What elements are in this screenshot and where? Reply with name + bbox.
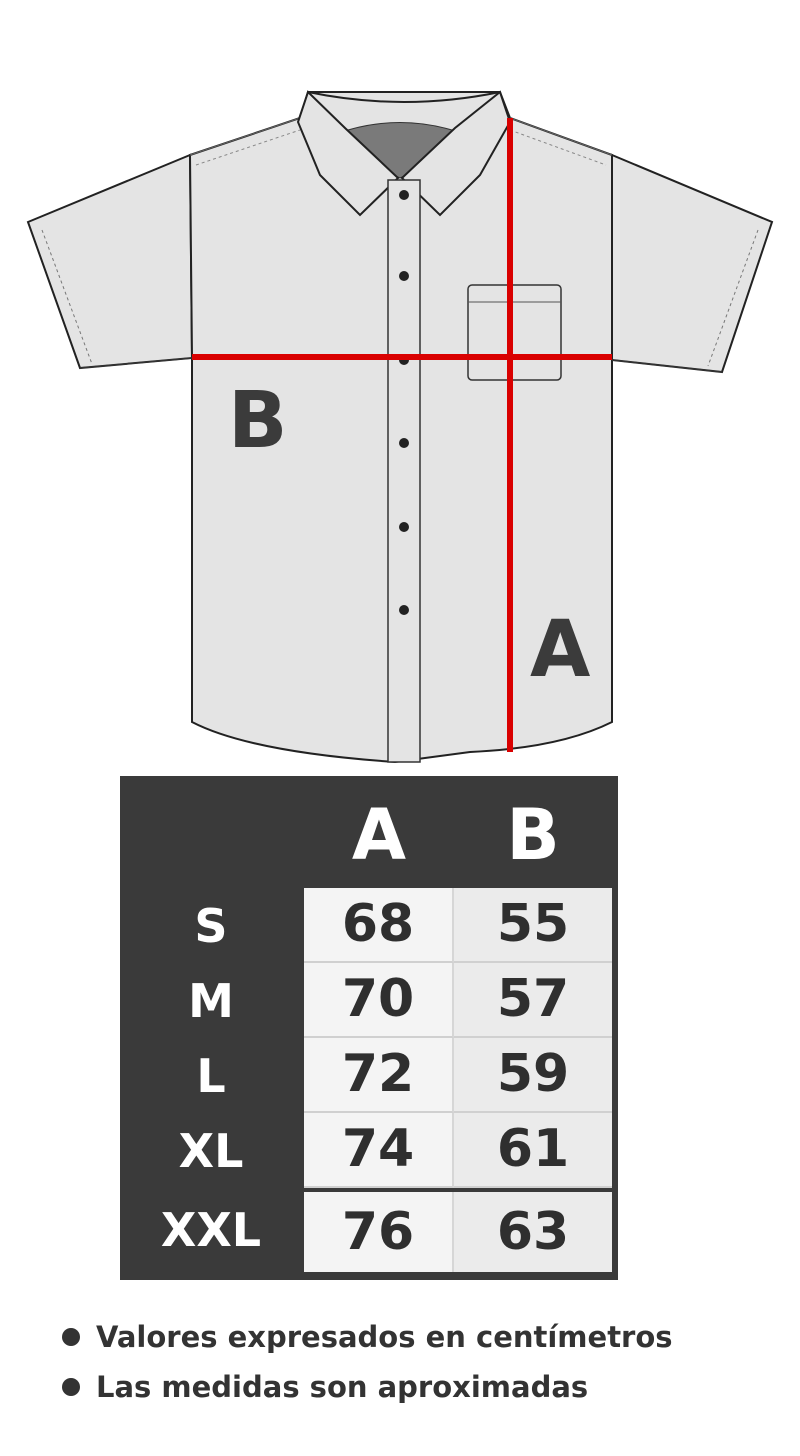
label-b: B <box>228 376 287 466</box>
value-a: 68 <box>304 888 454 963</box>
bullet-icon <box>62 1328 80 1346</box>
button <box>399 190 409 200</box>
value-b: 63 <box>454 1192 612 1272</box>
right-sleeve <box>611 153 774 374</box>
column-header-a: A <box>351 794 407 876</box>
collar-left <box>296 90 400 217</box>
column-header-b: B <box>506 794 560 876</box>
button <box>399 605 409 615</box>
size-label: XXL <box>160 1203 262 1257</box>
placket <box>387 179 421 763</box>
value-a: 70 <box>304 963 454 1038</box>
value-a: 76 <box>304 1192 454 1272</box>
note-units: Valores expresados en centímetros <box>62 1320 673 1354</box>
note-text: Valores expresados en centímetros <box>96 1320 673 1354</box>
value-b: 61 <box>454 1113 612 1188</box>
value-b: 59 <box>454 1038 612 1113</box>
bullet-icon <box>62 1378 80 1396</box>
note-approximate: Las medidas son aproximadas <box>62 1370 588 1404</box>
size-label: L <box>196 1049 226 1103</box>
value-a: 74 <box>304 1113 454 1188</box>
button <box>399 271 409 281</box>
size-label: M <box>188 974 234 1028</box>
chest-pocket <box>467 284 562 381</box>
button <box>399 522 409 532</box>
label-a: A <box>530 605 590 695</box>
value-b: 57 <box>454 963 612 1038</box>
size-label: XL <box>178 1124 244 1178</box>
value-a: 72 <box>304 1038 454 1113</box>
value-b: 55 <box>454 888 612 963</box>
note-text: Las medidas son aproximadas <box>96 1370 589 1404</box>
shirt-diagram: B A <box>26 90 774 764</box>
button <box>399 438 409 448</box>
size-label: S <box>194 899 228 953</box>
left-sleeve <box>26 153 194 370</box>
